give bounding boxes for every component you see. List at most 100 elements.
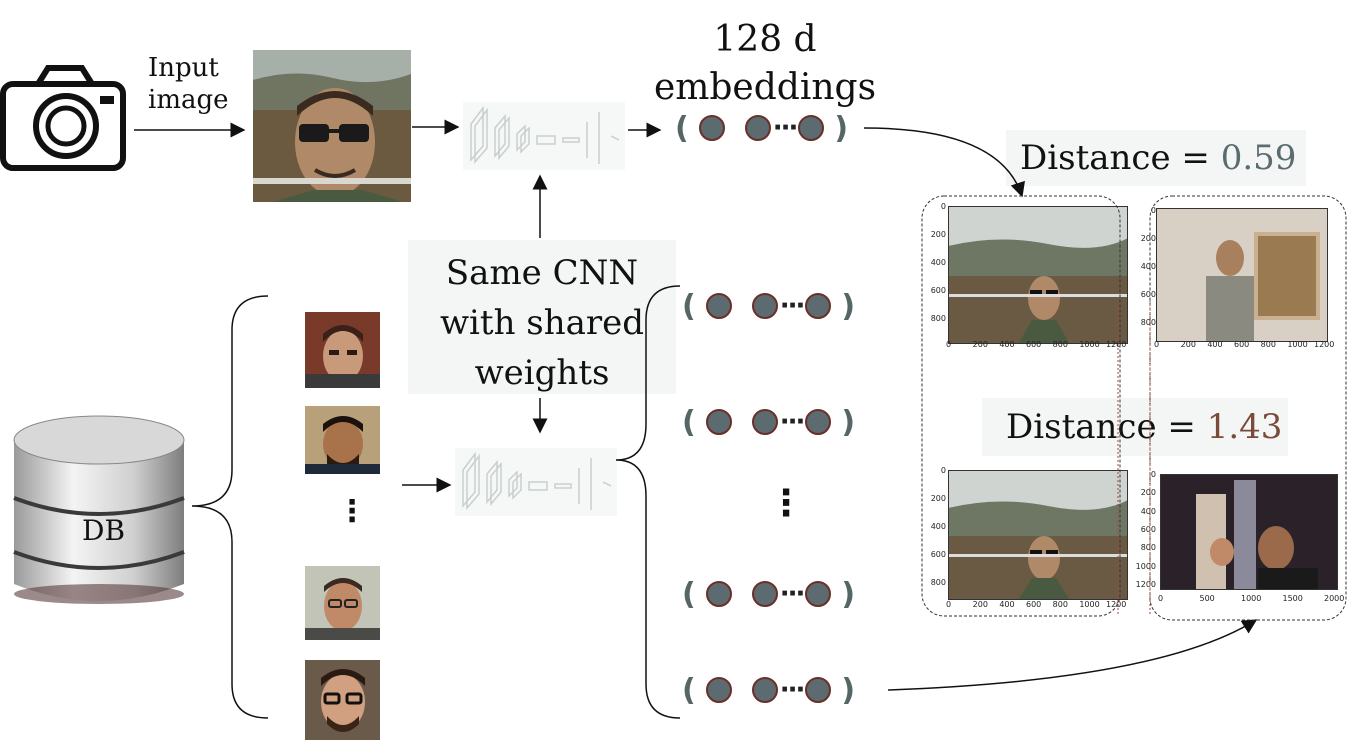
plot-tick-label: 1500 (1282, 594, 1303, 603)
db-face-4 (305, 660, 380, 740)
embeddings-title: 128 d embeddings (650, 16, 880, 112)
embedding-ellipsis: ··· (779, 291, 806, 321)
plot-tick-label: 800 (1052, 600, 1068, 609)
plot-tick-label: 800 (1052, 340, 1068, 349)
plot-tick-label: 200 (972, 340, 988, 349)
plot-tick-label: 1200 (1135, 580, 1156, 589)
plot-tick-label: 400 (999, 340, 1015, 349)
plot-tick-label: 400 (1140, 262, 1156, 271)
embedding-close-bracket: ) (841, 404, 856, 440)
plot-tick-label: 800 (1140, 543, 1156, 553)
embedding-dot (805, 677, 832, 703)
plot-tick-label: 800 (1260, 340, 1276, 349)
db-label: DB (82, 514, 126, 547)
plot-tick-label: 600 (1026, 600, 1042, 609)
embedding-dot (805, 293, 832, 319)
plot-tick-label: 200 (972, 600, 988, 609)
cnn-icon-bottom (455, 448, 617, 516)
embedding-dot (705, 677, 732, 703)
embedding-close-bracket: ) (841, 288, 856, 324)
distance-top-value: 0.59 (1220, 138, 1297, 178)
plot-tick-label: 1000 (1135, 561, 1156, 571)
embedding-close-bracket: ) (841, 672, 856, 708)
embedding-dot (744, 115, 771, 141)
plot-tick-label: 1200 (1106, 340, 1127, 349)
embedding-ellipsis: ··· (779, 675, 806, 705)
plot-tick-label: 800 (1140, 318, 1156, 327)
distance-bottom-text: Distance = (1006, 407, 1207, 447)
embedding-dot (798, 115, 825, 141)
embeddings-title-line1: 128 d (713, 19, 817, 60)
plot-tick-label: 1000 (1241, 594, 1262, 603)
plot-top-left (930, 204, 1130, 354)
plot-tick-label: 1000 (1079, 600, 1100, 609)
embedding-dot (751, 581, 778, 607)
embedding-open-bracket: ( (682, 576, 696, 612)
plot-frame (1160, 474, 1338, 590)
embedding-dot (698, 115, 725, 141)
plot-tick-label: 600 (930, 286, 946, 295)
plot-tick-label: 400 (999, 600, 1015, 609)
embedding-vector-input: ( ··· ) (675, 108, 848, 148)
plot-tick-label: 600 (1140, 290, 1156, 299)
cnn-icon-top (463, 102, 625, 170)
plot-tick-label: 0 (1150, 206, 1156, 215)
input-image-label: Input image (148, 52, 229, 116)
cnn-label-line2: with shared (439, 303, 645, 343)
plot-tick-label: 400 (1140, 506, 1156, 516)
plot-tick-label: 800 (930, 578, 946, 587)
embedding-close-bracket: ) (841, 576, 856, 612)
plot-tick-label: 0 (1154, 340, 1160, 349)
camera-icon (0, 65, 126, 171)
embedding-vector-db-4: ( ··· ) (682, 670, 855, 710)
plot-tick-label: 0 (1150, 470, 1156, 479)
plot-frame (948, 206, 1128, 344)
plot-tick-label: 2000 (1324, 594, 1345, 603)
cnn-label-line1: Same CNN (445, 253, 639, 293)
embedding-dot (705, 409, 732, 435)
embedding-dot (751, 293, 778, 319)
plot-tick-label: 400 (930, 522, 946, 531)
embedding-ellipsis: ··· (779, 407, 806, 437)
plot-tick-label: 1200 (1314, 340, 1335, 349)
plot-tick-label: 200 (1180, 340, 1196, 349)
plot-tick-label: 1000 (1287, 340, 1308, 349)
plot-tick-label: 800 (930, 314, 946, 323)
shared-cnn-label: Same CNN with shared weights (408, 240, 676, 394)
distance-bottom-value: 1.43 (1206, 407, 1283, 447)
plot-tick-label: 0 (940, 466, 946, 475)
embedding-open-bracket: ( (682, 404, 696, 440)
embedding-vector-db-1: ( ··· ) (682, 286, 855, 326)
embedding-ellipsis: ··· (779, 579, 806, 609)
embedding-dot (751, 409, 778, 435)
embedding-open-bracket: ( (682, 672, 696, 708)
plot-tick-label: 1000 (1079, 340, 1100, 349)
embedding-close-bracket: ) (834, 110, 849, 146)
arrow-embedding-to-plot (863, 127, 1025, 198)
plot-frame (948, 470, 1128, 600)
db-brace (191, 295, 269, 719)
plot-tick-label: 400 (930, 258, 946, 267)
embedding-dot (705, 581, 732, 607)
database-icon (13, 415, 185, 604)
db-face-2 (305, 406, 380, 474)
embedding-dot (705, 293, 732, 319)
embedding-dot (805, 581, 832, 607)
embedding-dot (751, 677, 778, 703)
plot-frame (1156, 208, 1328, 342)
embedding-open-bracket: ( (675, 110, 689, 146)
input-face-photo (253, 50, 411, 202)
db-face-1 (305, 312, 380, 388)
arrow-last-embedding-to-plot (887, 619, 1258, 691)
embedding-ellipsis: ··· (772, 113, 799, 143)
plot-tick-label: 400 (1207, 340, 1223, 349)
distance-top-label: Distance = 0.59 (1006, 130, 1306, 186)
db-vertical-ellipsis: ⋮ (337, 494, 367, 529)
plot-tick-label: 200 (1140, 488, 1156, 498)
input-label-line2: image (148, 85, 229, 115)
plot-bottom-right (1140, 470, 1344, 610)
embedding-vector-db-2: ( ··· ) (682, 402, 855, 442)
embeddings-title-line2: embeddings (653, 67, 877, 108)
cnn-label-line3: weights (474, 353, 610, 393)
plot-tick-label: 200 (1140, 234, 1156, 243)
